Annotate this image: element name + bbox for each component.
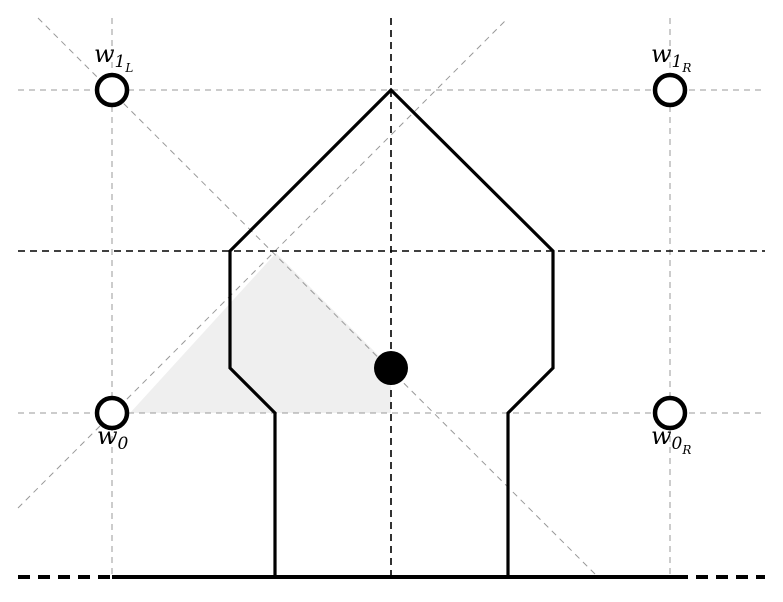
guide-lines: [17, 17, 765, 578]
vertex-w1R-circle: [652, 72, 688, 108]
vertex-circles: [94, 72, 688, 431]
vertex-w1L-circle: [94, 72, 130, 108]
label-w1L: w1L: [94, 40, 133, 75]
vertex-w0-circle: [94, 395, 130, 431]
axis-lines: [18, 18, 765, 577]
vertex-w0R-circle: [652, 395, 688, 431]
center-point: [374, 351, 408, 385]
shape-outline: [228, 87, 555, 577]
label-w1R: w1R: [651, 40, 691, 75]
label-w0: w0: [97, 422, 129, 454]
label-w0R: w0R: [651, 422, 691, 457]
guide-diagonal-up: [17, 17, 509, 509]
shaded-triangle: [130, 253, 391, 413]
